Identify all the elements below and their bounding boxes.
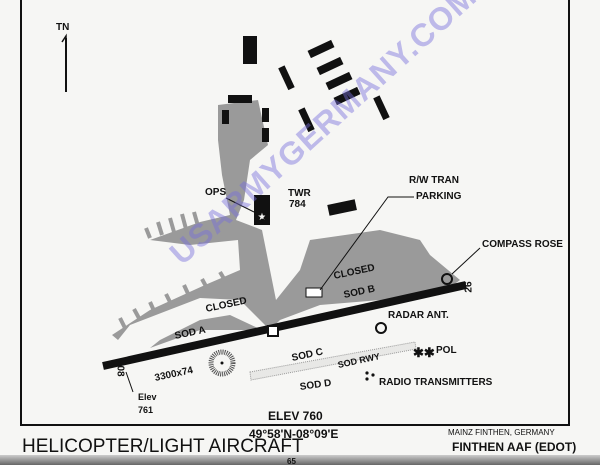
north-arrow-head — [61, 33, 67, 43]
radar-antenna-label: RADAR ANT. — [388, 310, 449, 321]
pol-icon: ✱✱ — [413, 345, 435, 360]
threshold-elev-label: Elev — [138, 392, 157, 402]
radio-transmitter-icon — [365, 371, 369, 375]
taxiway-stubs — [118, 211, 228, 329]
buildings — [222, 36, 390, 225]
tower-label: TWR — [288, 188, 311, 199]
true-north-label: TN — [56, 22, 70, 33]
location: MAINZ FINTHEN, GERMANY — [448, 428, 555, 437]
main-apron — [112, 100, 460, 340]
compass-rose-icon — [441, 273, 453, 285]
pol-label: POL — [436, 345, 457, 356]
leader-lines — [125, 196, 481, 393]
runway-08-label: 08 — [114, 365, 126, 377]
category-title: HELICOPTER/LIGHT AIRCRAFT — [22, 436, 304, 457]
runway-08-26 — [102, 281, 467, 370]
parking-label: PARKING — [416, 191, 462, 202]
coordinates: 49°58'N-08°09'E — [249, 427, 339, 441]
threshold-elev-value: 761 — [138, 405, 154, 415]
pavement-areas — [112, 100, 460, 348]
radio-transmitters-label: RADIO TRANSMITTERS — [379, 377, 493, 388]
page-number: 65 — [287, 457, 296, 465]
closed-taxiway — [150, 315, 262, 348]
ops-label: OPS — [205, 187, 227, 198]
runway-marker-icon — [267, 325, 279, 337]
sod-runway — [249, 341, 417, 381]
diagram-frame — [20, 0, 570, 426]
compass-rose-label: COMPASS ROSE — [482, 239, 563, 250]
parking-icon — [305, 287, 323, 298]
runway-26-label: 26 — [463, 281, 475, 293]
page-edge — [0, 455, 600, 465]
helipad-circle-icon — [208, 349, 236, 377]
radar-antenna-icon — [375, 322, 387, 334]
field-elevation: ELEV 760 — [268, 409, 323, 423]
tower-elevation: 784 — [289, 199, 306, 210]
rw-tran-label: R/W TRAN — [409, 175, 459, 186]
airfield-name: FINTHEN AAF (EDOT) — [452, 440, 577, 454]
tower-star-icon: ★ — [258, 212, 267, 223]
